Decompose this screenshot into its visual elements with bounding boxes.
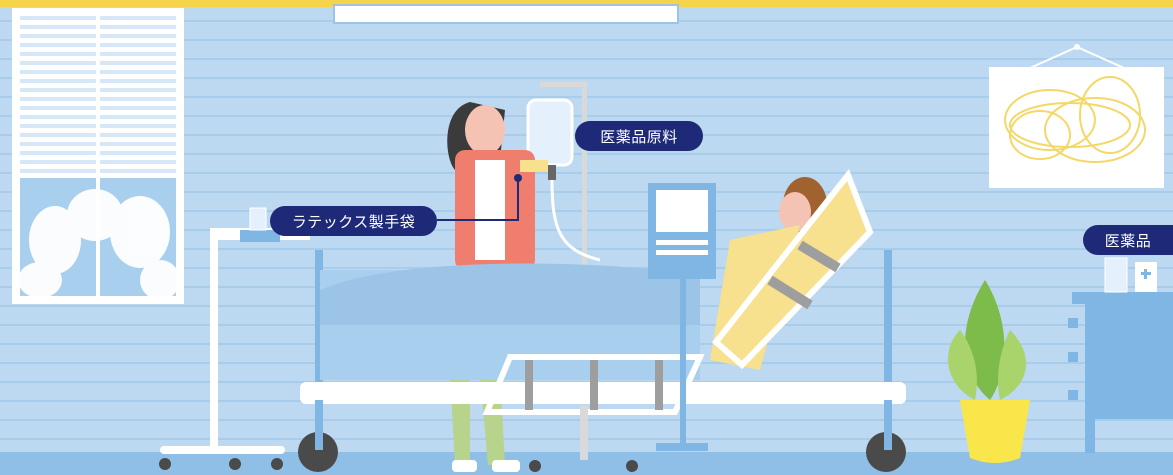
bed-backrest-icon bbox=[711, 169, 874, 370]
wall-picture-icon bbox=[989, 44, 1164, 188]
pharmaceutical-raw-material-label[interactable]: 医薬品原料 bbox=[575, 121, 703, 151]
medicine-cabinet-icon bbox=[1068, 257, 1173, 453]
pharmaceuticals-label[interactable]: 医薬品 bbox=[1083, 225, 1173, 255]
ceiling-light bbox=[333, 4, 679, 24]
callout-lines bbox=[437, 174, 522, 221]
iv-drip-stand-icon bbox=[526, 82, 601, 267]
latex-gloves-label[interactable]: ラテックス製手袋 bbox=[270, 206, 437, 236]
window-icon bbox=[12, 8, 184, 304]
hospital-bed-icon bbox=[298, 250, 906, 472]
top-border bbox=[0, 0, 1173, 7]
potted-plant-icon bbox=[948, 280, 1030, 463]
sign-board-icon bbox=[648, 183, 716, 451]
